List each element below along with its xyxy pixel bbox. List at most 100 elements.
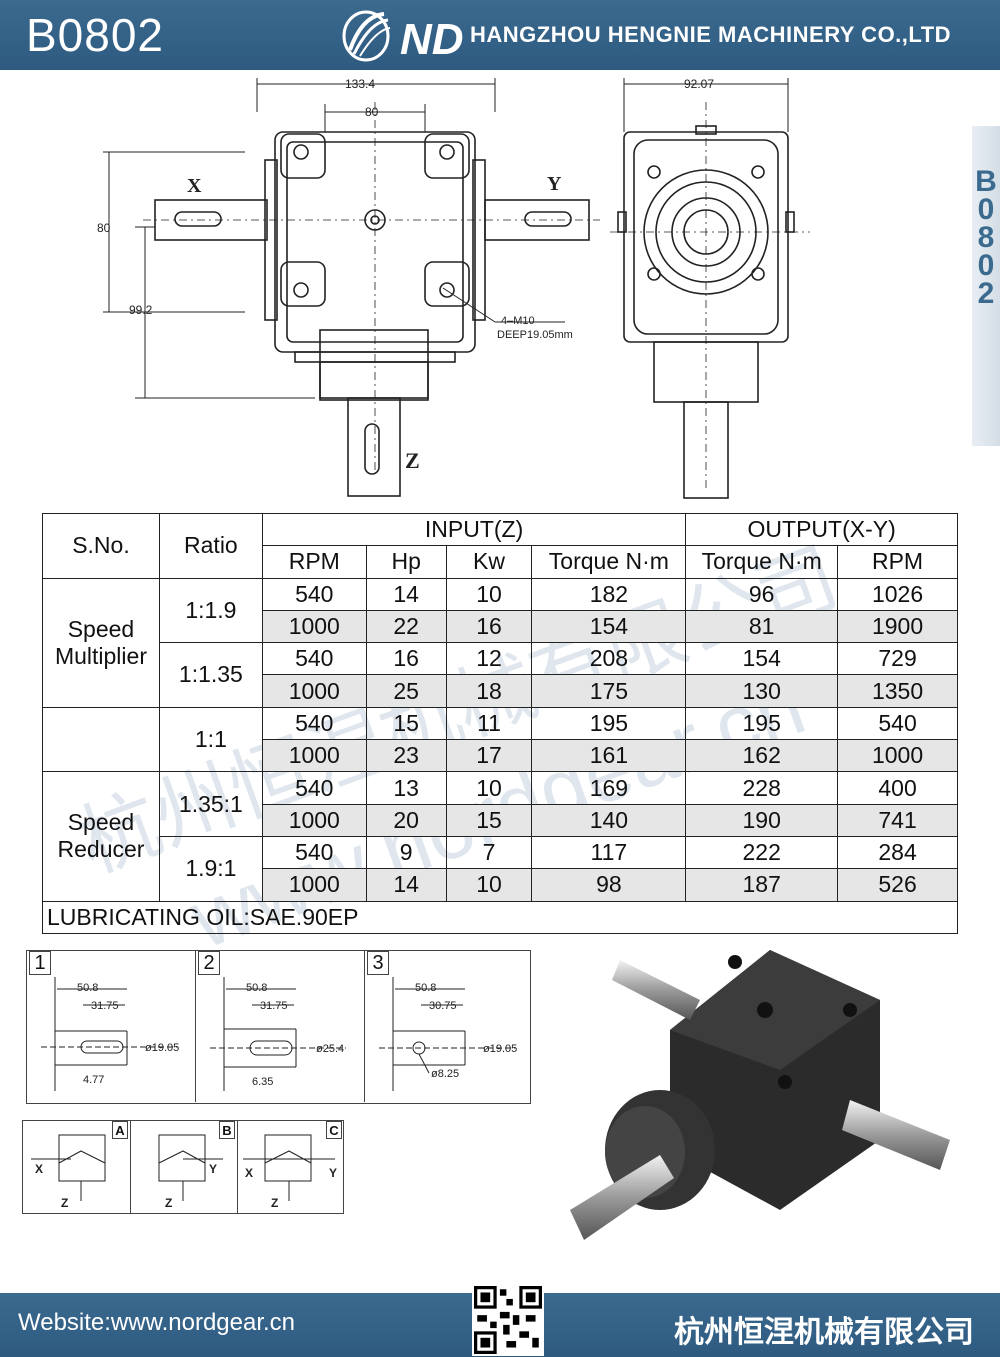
- svg-text:133.4: 133.4: [345, 77, 375, 91]
- col-ratio: Ratio: [158, 513, 263, 579]
- cell: 208: [531, 642, 687, 676]
- cell: 187: [685, 868, 839, 902]
- cell: 1900: [837, 609, 958, 644]
- svg-text:31.75: 31.75: [260, 1000, 288, 1012]
- cell: 540: [261, 706, 367, 741]
- svg-text:Z: Z: [165, 1196, 172, 1210]
- cell: 1000: [261, 868, 367, 902]
- svg-text:Z: Z: [61, 1196, 68, 1210]
- ratio-cell: 1:1.9: [158, 577, 263, 644]
- lubricating-oil-note: LUBRICATING OIL:SAE.90EP: [42, 900, 958, 934]
- cell: 9: [365, 835, 447, 870]
- config-letter-c: C: [326, 1121, 342, 1139]
- cell: 23: [365, 739, 447, 773]
- keyway-number: 2: [198, 951, 220, 975]
- cell: 1000: [261, 609, 367, 644]
- table-row: 1:1 540 15 11 195 195 540: [42, 706, 958, 773]
- cell: 1000: [261, 674, 367, 708]
- cell: 140: [531, 803, 687, 837]
- cell: 13: [365, 771, 447, 805]
- table-header-row: S.No. Ratio INPUT(Z) OUTPUT(X-Y): [42, 512, 958, 579]
- cell: 162: [685, 739, 839, 773]
- keyway-drawing: 50.8 31.75 ø19.05 4.77: [41, 977, 179, 1091]
- svg-text:6.35: 6.35: [252, 1076, 273, 1088]
- cell: 195: [531, 706, 687, 741]
- website-link[interactable]: Website:www.nordgear.cn: [18, 1309, 296, 1336]
- configuration-panel: A B C X Z Y Z X Y Z: [22, 1120, 344, 1214]
- svg-text:Z: Z: [405, 448, 420, 473]
- cell: 154: [531, 609, 687, 644]
- cell: 1026: [837, 577, 958, 611]
- svg-text:DEEP19.05mm: DEEP19.05mm: [497, 329, 573, 341]
- cell: 10: [445, 868, 533, 902]
- col-input: INPUT(Z): [261, 512, 687, 547]
- cell: 16: [365, 642, 447, 676]
- svg-text:Z: Z: [271, 1196, 278, 1210]
- side-model-tab: B 0 8 0 2: [972, 126, 1000, 446]
- cell: 1350: [837, 674, 958, 708]
- cell: 16: [445, 609, 533, 644]
- cell: 741: [837, 803, 958, 837]
- keyway-number: 1: [29, 951, 51, 975]
- cell: 117: [531, 835, 687, 870]
- table-row: LUBRICATING OIL:SAE.90EP: [42, 900, 958, 934]
- cell: 540: [261, 771, 367, 805]
- keyway-drawing: 50.8 31.75 ø25.4 6.35: [210, 977, 346, 1091]
- ratio-cell: 1:1: [158, 706, 263, 773]
- gearbox-product-photo: [570, 950, 950, 1240]
- table-subheader-row: RPM Hp Kw Torque N·m Torque N·m RPM: [43, 545, 958, 579]
- ratio-cell: 1.35:1: [158, 771, 263, 837]
- cell: 540: [261, 642, 367, 676]
- cell: 15: [445, 803, 533, 837]
- keyway-option-2: 2 50.8 31.75 ø25.4 6.35: [196, 951, 364, 1102]
- svg-text:ND: ND: [400, 15, 464, 64]
- svg-text:30.75: 30.75: [429, 1000, 457, 1012]
- cell: 10: [445, 771, 533, 805]
- company-name-en: HANGZHOU HENGNIE MACHINERY CO.,LTD: [470, 22, 952, 47]
- front-view-drawing: 133.4 80 80 99.2 X Y Z 4–M10 DEEP19.05mm: [97, 77, 600, 497]
- group-label: [42, 706, 160, 773]
- col-sno: S.No.: [42, 513, 160, 579]
- svg-text:31.75: 31.75: [91, 1000, 119, 1012]
- keyway-number: 3: [367, 951, 389, 975]
- config-letter-a: A: [112, 1121, 128, 1139]
- side-tab-text: B 0 8 0 2: [975, 165, 997, 310]
- svg-text:Y: Y: [547, 173, 562, 195]
- cell: 161: [531, 739, 687, 773]
- cell: 154: [685, 642, 839, 676]
- keyway-option-3: 3 50.8 30.75 ø19.05 ø8.25: [365, 951, 533, 1102]
- cell: 195: [685, 706, 839, 741]
- cell: 729: [837, 642, 958, 676]
- svg-text:ø25.4: ø25.4: [316, 1043, 344, 1055]
- cell: 190: [685, 803, 839, 837]
- svg-text:99.2: 99.2: [129, 303, 153, 317]
- svg-text:50.8: 50.8: [77, 982, 98, 994]
- cell: 14: [365, 868, 447, 902]
- table-row: 1.9:1 540 9 7 117 222 284: [43, 835, 958, 902]
- col-torque-in: Torque N·m: [531, 545, 687, 579]
- keyway-options-panel: 1 50.8 31.75 ø19.05 4.77 2: [26, 950, 531, 1104]
- cell: 25: [365, 674, 447, 708]
- col-output: OUTPUT(X-Y): [685, 512, 958, 547]
- side-view-drawing: 92.07: [610, 77, 810, 499]
- svg-text:Y: Y: [329, 1166, 337, 1180]
- cell: 96: [685, 577, 839, 611]
- page-header: B0802 ND HANGZHOU HENGNIE MACHINERY CO.,…: [0, 0, 1000, 70]
- svg-text:4–M10: 4–M10: [501, 315, 535, 327]
- col-hp: Hp: [365, 545, 447, 579]
- cell: 81: [685, 609, 839, 644]
- cell: 540: [261, 835, 367, 870]
- svg-text:X: X: [245, 1166, 253, 1180]
- cell: 228: [685, 771, 839, 805]
- cell: 526: [837, 868, 958, 902]
- cell: 130: [685, 674, 839, 708]
- cell: 400: [837, 771, 958, 805]
- cell: 18: [445, 674, 533, 708]
- cell: 98: [531, 868, 687, 902]
- svg-text:Y: Y: [209, 1162, 217, 1176]
- cell: 169: [531, 771, 687, 805]
- table-row: 1000 22 16 154 81 1900: [42, 609, 958, 644]
- col-rpm-out: RPM: [837, 545, 958, 579]
